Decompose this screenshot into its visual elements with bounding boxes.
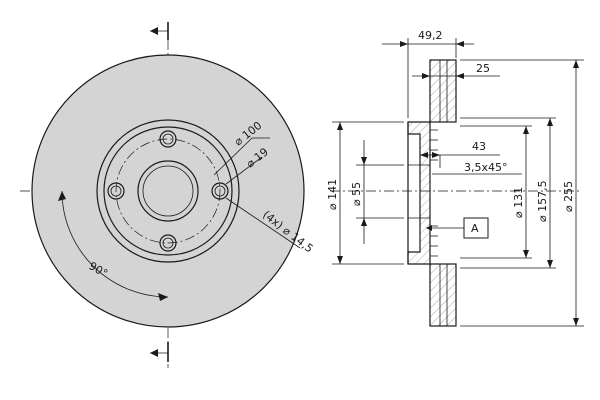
bolt-circle [115, 138, 221, 244]
angle-arc [61, 190, 169, 298]
dia-157-5-label: ⌀ 157,5 [536, 180, 549, 222]
center-bore [137, 160, 199, 222]
section-view: 49,2 25 43 3,5x45° A ⌀ 141 ⌀ 55 [326, 29, 584, 327]
total-thickness-label: 49,2 [418, 29, 443, 42]
front-view: ⌀ 100 ⌀ 19 (4x) ⌀ 14,5 90° [20, 22, 316, 368]
disc-outer-edge [31, 54, 305, 328]
chamfer-label: 3,5x45° [464, 161, 508, 174]
dia-141-label: ⌀ 141 [326, 179, 339, 210]
bolt-hole-right [211, 182, 229, 200]
disc-thickness-label: 25 [476, 62, 490, 75]
bolt-hole-left [107, 182, 125, 200]
disc-section-bottom [429, 263, 457, 327]
dia-55-label: ⌀ 55 [350, 182, 363, 206]
center-bore-chamfer [142, 165, 194, 217]
datum-a-box [463, 217, 489, 239]
disc-section-top [429, 59, 457, 123]
bolt-hole-bottom [159, 234, 177, 252]
hat-section [407, 121, 431, 265]
bolt-holes [107, 130, 229, 252]
bolt-hole-top [159, 130, 177, 148]
datum-a-label: A [471, 222, 479, 235]
hat-depth-label: 43 [472, 140, 486, 153]
hat-inner-edge [103, 126, 233, 256]
hat-outer-edge [96, 119, 240, 263]
dia-131-label: ⌀ 131 [512, 187, 525, 218]
vane-ticks [430, 129, 438, 257]
dia-255-label: ⌀ 255 [562, 181, 575, 212]
